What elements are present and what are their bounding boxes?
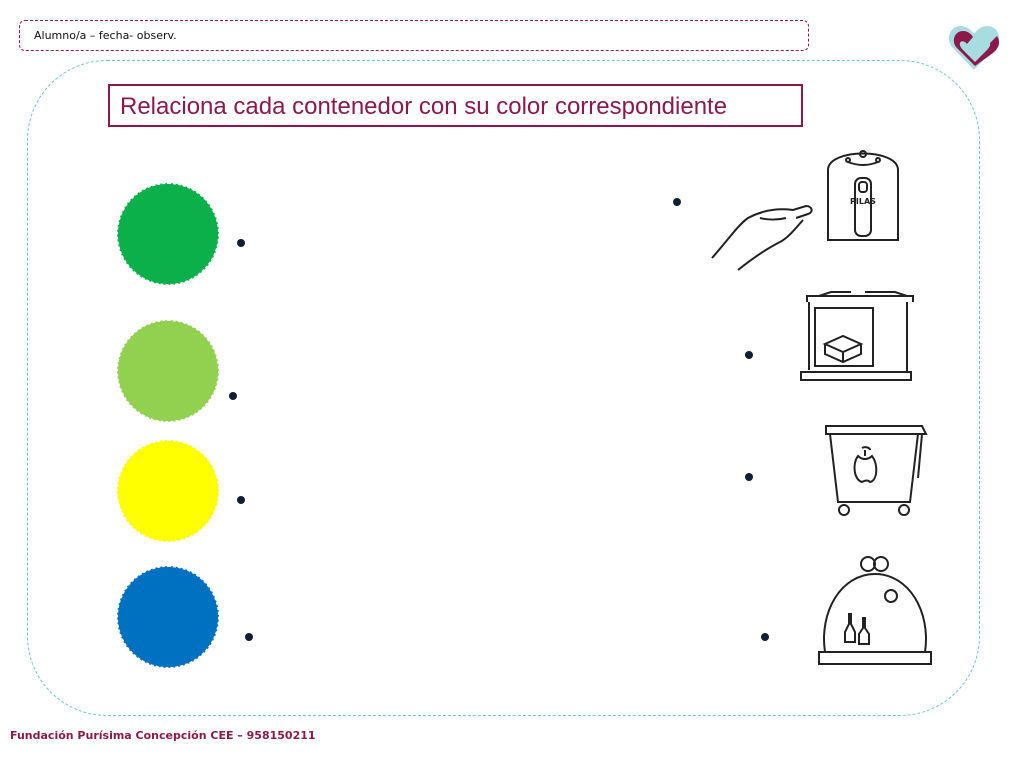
footer-text: Fundación Purísima Concepción CEE – 9581… [10,729,316,742]
battery-container-icon: PILAS [711,150,899,271]
heart-logo-icon [948,26,1000,70]
light-green-circle[interactable] [117,320,219,422]
organic-container-icon [825,425,928,516]
title-box: Relaciona cada contenedor con su color c… [108,84,803,127]
worksheet-frame [27,60,980,716]
green-dot[interactable] [237,239,245,247]
battery-dot[interactable] [673,198,681,206]
organic-dot[interactable] [745,473,753,481]
blue-dot[interactable] [245,633,253,641]
paper-container-icon [800,291,914,381]
student-info-label: Alumno/a – fecha- observ. [34,29,177,42]
student-info-box: Alumno/a – fecha- observ. [19,20,809,51]
yellow-dot[interactable] [237,496,245,504]
glass-container-icon [818,556,932,665]
glass-dot[interactable] [761,633,769,641]
battery-label: PILAS [850,197,876,206]
yellow-circle[interactable] [117,440,219,542]
blue-circle[interactable] [117,566,219,668]
light-green-dot[interactable] [229,392,237,400]
green-circle[interactable] [117,183,219,285]
paper-dot[interactable] [745,351,753,359]
page-title: Relaciona cada contenedor con su color c… [120,93,728,120]
